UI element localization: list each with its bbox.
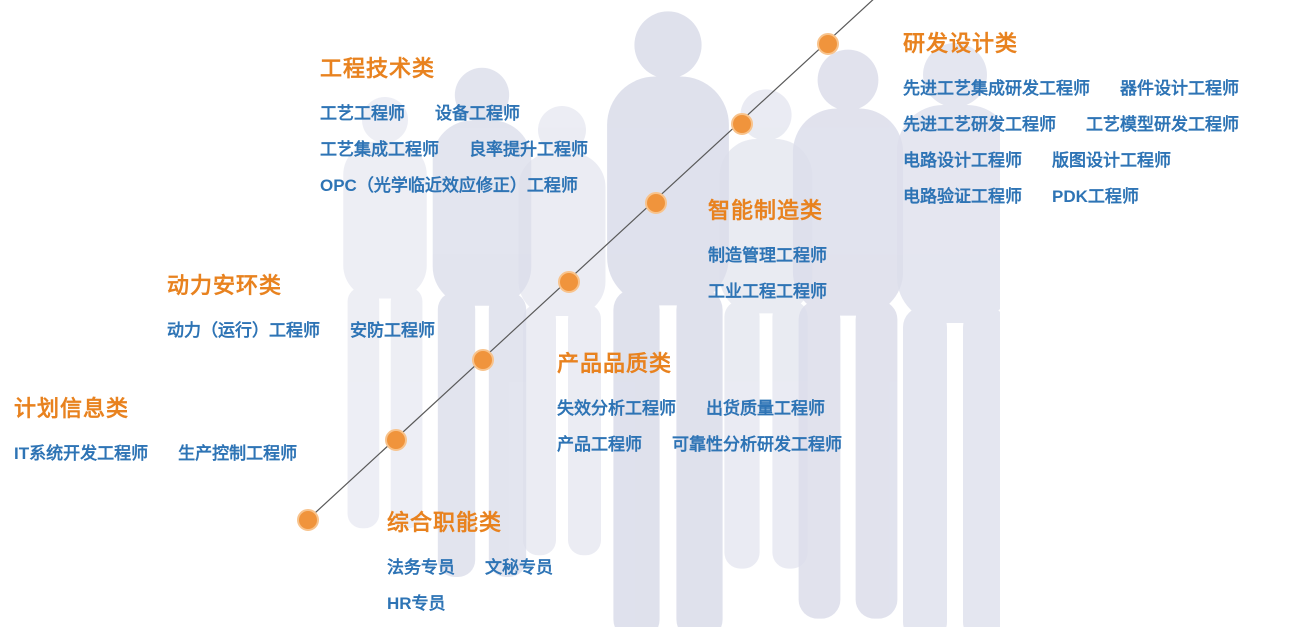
job-title: 器件设计工程师 (1120, 79, 1239, 98)
job-title: 产品工程师 (557, 435, 642, 454)
job-title: 工艺工程师 (320, 104, 405, 123)
category-title: 计划信息类 (14, 396, 130, 421)
job-title: 电路验证工程师 (903, 187, 1022, 206)
job-line: 法务专员 文秘专员 (387, 556, 553, 579)
job-line: 工艺集成工程师 良率提升工程师 (320, 138, 588, 161)
job-line: 产品工程师 可靠性分析研发工程师 (557, 433, 842, 456)
job-line: IT系统开发工程师 生产控制工程师 (14, 442, 297, 465)
milestone-dot-planning (385, 429, 407, 451)
milestone-dot-manufacturing (645, 192, 667, 214)
job-title: 工艺集成工程师 (320, 140, 439, 159)
category-title: 综合职能类 (387, 510, 503, 535)
milestone-dot-quality (472, 349, 494, 371)
job-line: HR专员 (387, 592, 553, 615)
job-line: 电路设计工程师 版图设计工程师 (903, 149, 1239, 172)
job-line: 先进工艺集成研发工程师 器件设计工程师 (903, 77, 1239, 100)
job-title: 良率提升工程师 (469, 140, 588, 159)
category-title: 工程技术类 (320, 56, 436, 81)
category-planning-information: 计划信息类 IT系统开发工程师 生产控制工程师 (14, 395, 297, 478)
category-engineering-tech: 工程技术类 工艺工程师 设备工程师 工艺集成工程师 良率提升工程师 OPC（光学… (320, 55, 588, 210)
job-title: 工艺模型研发工程师 (1086, 115, 1239, 134)
job-title: 先进工艺研发工程师 (903, 115, 1056, 134)
milestone-dot-rnd (817, 33, 839, 55)
job-line: 工艺工程师 设备工程师 (320, 102, 588, 125)
category-facility-safety: 动力安环类 动力（运行）工程师 安防工程师 (167, 272, 435, 355)
job-line: 动力（运行）工程师 安防工程师 (167, 319, 435, 342)
job-title: 版图设计工程师 (1052, 151, 1171, 170)
job-title: 工业工程工程师 (708, 282, 827, 301)
job-title: 失效分析工程师 (557, 399, 676, 418)
job-title: 法务专员 (387, 558, 455, 577)
category-smart-manufacturing: 智能制造类 制造管理工程师 工业工程工程师 (708, 197, 827, 316)
milestone-dot-engineering (731, 113, 753, 135)
job-title: IT系统开发工程师 (14, 444, 149, 463)
job-title: 动力（运行）工程师 (167, 321, 320, 340)
job-line: 制造管理工程师 (708, 244, 827, 267)
job-title: 电路设计工程师 (903, 151, 1022, 170)
job-line: 电路验证工程师 PDK工程师 (903, 185, 1239, 208)
job-line: OPC（光学临近效应修正）工程师 (320, 174, 588, 197)
category-title: 智能制造类 (708, 198, 824, 223)
job-title: 文秘专员 (485, 558, 553, 577)
job-title: 可靠性分析研发工程师 (672, 435, 842, 454)
milestone-dot-facility (558, 271, 580, 293)
job-title: 生产控制工程师 (178, 444, 298, 463)
job-title: 安防工程师 (350, 321, 435, 340)
category-title: 研发设计类 (903, 31, 1019, 56)
job-line: 先进工艺研发工程师 工艺模型研发工程师 (903, 113, 1239, 136)
job-line: 失效分析工程师 出货质量工程师 (557, 397, 842, 420)
milestone-dot-general (297, 509, 319, 531)
job-title: PDK工程师 (1052, 187, 1139, 206)
job-line: 工业工程工程师 (708, 280, 827, 303)
job-title: 先进工艺集成研发工程师 (903, 79, 1090, 98)
job-title: 制造管理工程师 (708, 246, 827, 265)
category-general-functions: 综合职能类 法务专员 文秘专员 HR专员 (387, 509, 553, 627)
job-title: 设备工程师 (435, 104, 520, 123)
category-rnd-design: 研发设计类 先进工艺集成研发工程师 器件设计工程师 先进工艺研发工程师 工艺模型… (903, 30, 1239, 221)
category-product-quality: 产品品质类 失效分析工程师 出货质量工程师 产品工程师 可靠性分析研发工程师 (557, 350, 842, 469)
category-title: 动力安环类 (167, 273, 283, 298)
job-title: HR专员 (387, 594, 446, 613)
job-title: OPC（光学临近效应修正）工程师 (320, 176, 578, 195)
category-title: 产品品质类 (557, 351, 673, 376)
job-title: 出货质量工程师 (706, 399, 825, 418)
